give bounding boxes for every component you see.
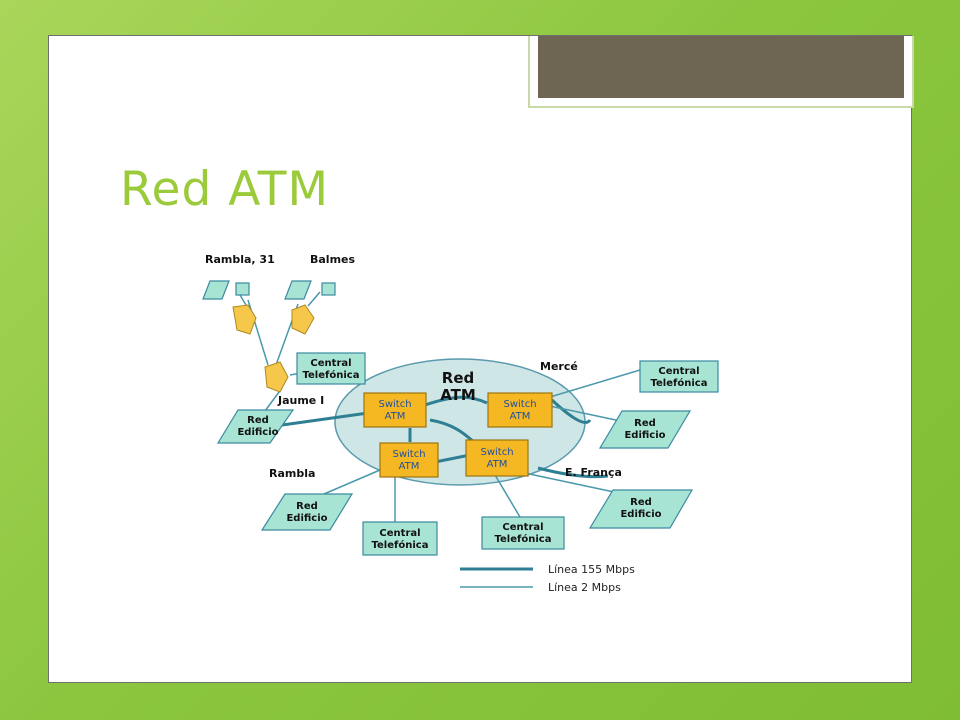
place-label-balmes: Balmes <box>310 253 356 266</box>
switch-label-line2: ATM <box>510 411 531 422</box>
central-label-line1: Central <box>658 366 699 377</box>
switch-label-line1: Switch <box>392 449 425 460</box>
slide <box>48 35 914 683</box>
edificio-label-line2: Edificio <box>624 430 665 441</box>
legend-thick-label: Línea 155 Mbps <box>548 563 635 576</box>
edificio-label-line1: Red <box>630 497 652 508</box>
switch-label-line1: Switch <box>480 447 513 458</box>
central-telefonica-jaume: Central Telefónica <box>296 352 366 385</box>
place-label-rambla31: Rambla, 31 <box>205 253 275 266</box>
red-edificio-efranca: Red Edificio <box>588 489 694 529</box>
switch-atm-3: Switch ATM <box>379 442 439 478</box>
switch-atm-4: Switch ATM <box>465 439 529 477</box>
edificio-label-line1: Red <box>296 501 318 512</box>
switch-label-line2: ATM <box>487 459 508 470</box>
central-label-line2: Telefónica <box>651 377 708 389</box>
legend: Línea 155 Mbps Línea 2 Mbps <box>460 563 635 594</box>
terminal-parallelogram-icon <box>202 280 230 300</box>
multiplexer-icon <box>264 361 289 393</box>
red-edificio-merce: Red Edificio <box>598 410 692 449</box>
switch-label-line2: ATM <box>399 461 420 472</box>
central-label-line2: Telefónica <box>303 369 360 381</box>
rambla31-terminals <box>202 280 336 393</box>
decorative-tab-fill <box>538 36 904 98</box>
switch-label-line1: Switch <box>503 399 536 410</box>
terminal-square-icon <box>321 282 336 296</box>
place-label-efranca: E. França <box>565 466 622 479</box>
edificio-label-line2: Edificio <box>286 513 327 524</box>
central-telefonica-rambla: Central Telefónica <box>362 521 438 556</box>
decorative-tab <box>528 36 914 108</box>
legend-thin-label: Línea 2 Mbps <box>548 581 621 594</box>
switch-label-line1: Switch <box>378 399 411 410</box>
network-label-line1: Red <box>442 369 474 387</box>
red-edificio-rambla: Red Edificio <box>260 493 354 531</box>
central-telefonica-merce: Central Telefónica <box>639 360 719 393</box>
multiplexer-icon <box>232 304 257 335</box>
place-label-rambla: Rambla <box>269 467 315 480</box>
central-label-line2: Telefónica <box>372 539 429 551</box>
switch-atm-2: Switch ATM <box>487 392 553 428</box>
central-label-line2: Telefónica <box>495 533 552 545</box>
central-telefonica-efranca: Central Telefónica <box>481 516 565 550</box>
edificio-label-line2: Edificio <box>237 427 278 438</box>
switch-label-line2: ATM <box>385 411 406 422</box>
slide-title: Red ATM <box>120 162 329 217</box>
place-label-jaume: Jaume I <box>277 394 324 407</box>
multiplexer-icon <box>291 304 315 335</box>
red-edificio-jaume: Red Edificio <box>216 409 295 444</box>
terminal-square-icon <box>235 282 250 296</box>
central-label-line1: Central <box>310 358 351 369</box>
edificio-label-line1: Red <box>634 418 656 429</box>
place-label-merce: Mercé <box>540 360 578 373</box>
central-label-line1: Central <box>379 528 420 539</box>
edificio-label-line1: Red <box>247 415 269 426</box>
network-label-line2: ATM <box>440 386 476 404</box>
edificio-label-line2: Edificio <box>620 509 661 520</box>
switch-atm-1: Switch ATM <box>363 392 427 428</box>
terminal-parallelogram-icon <box>284 280 312 300</box>
central-label-line1: Central <box>502 522 543 533</box>
